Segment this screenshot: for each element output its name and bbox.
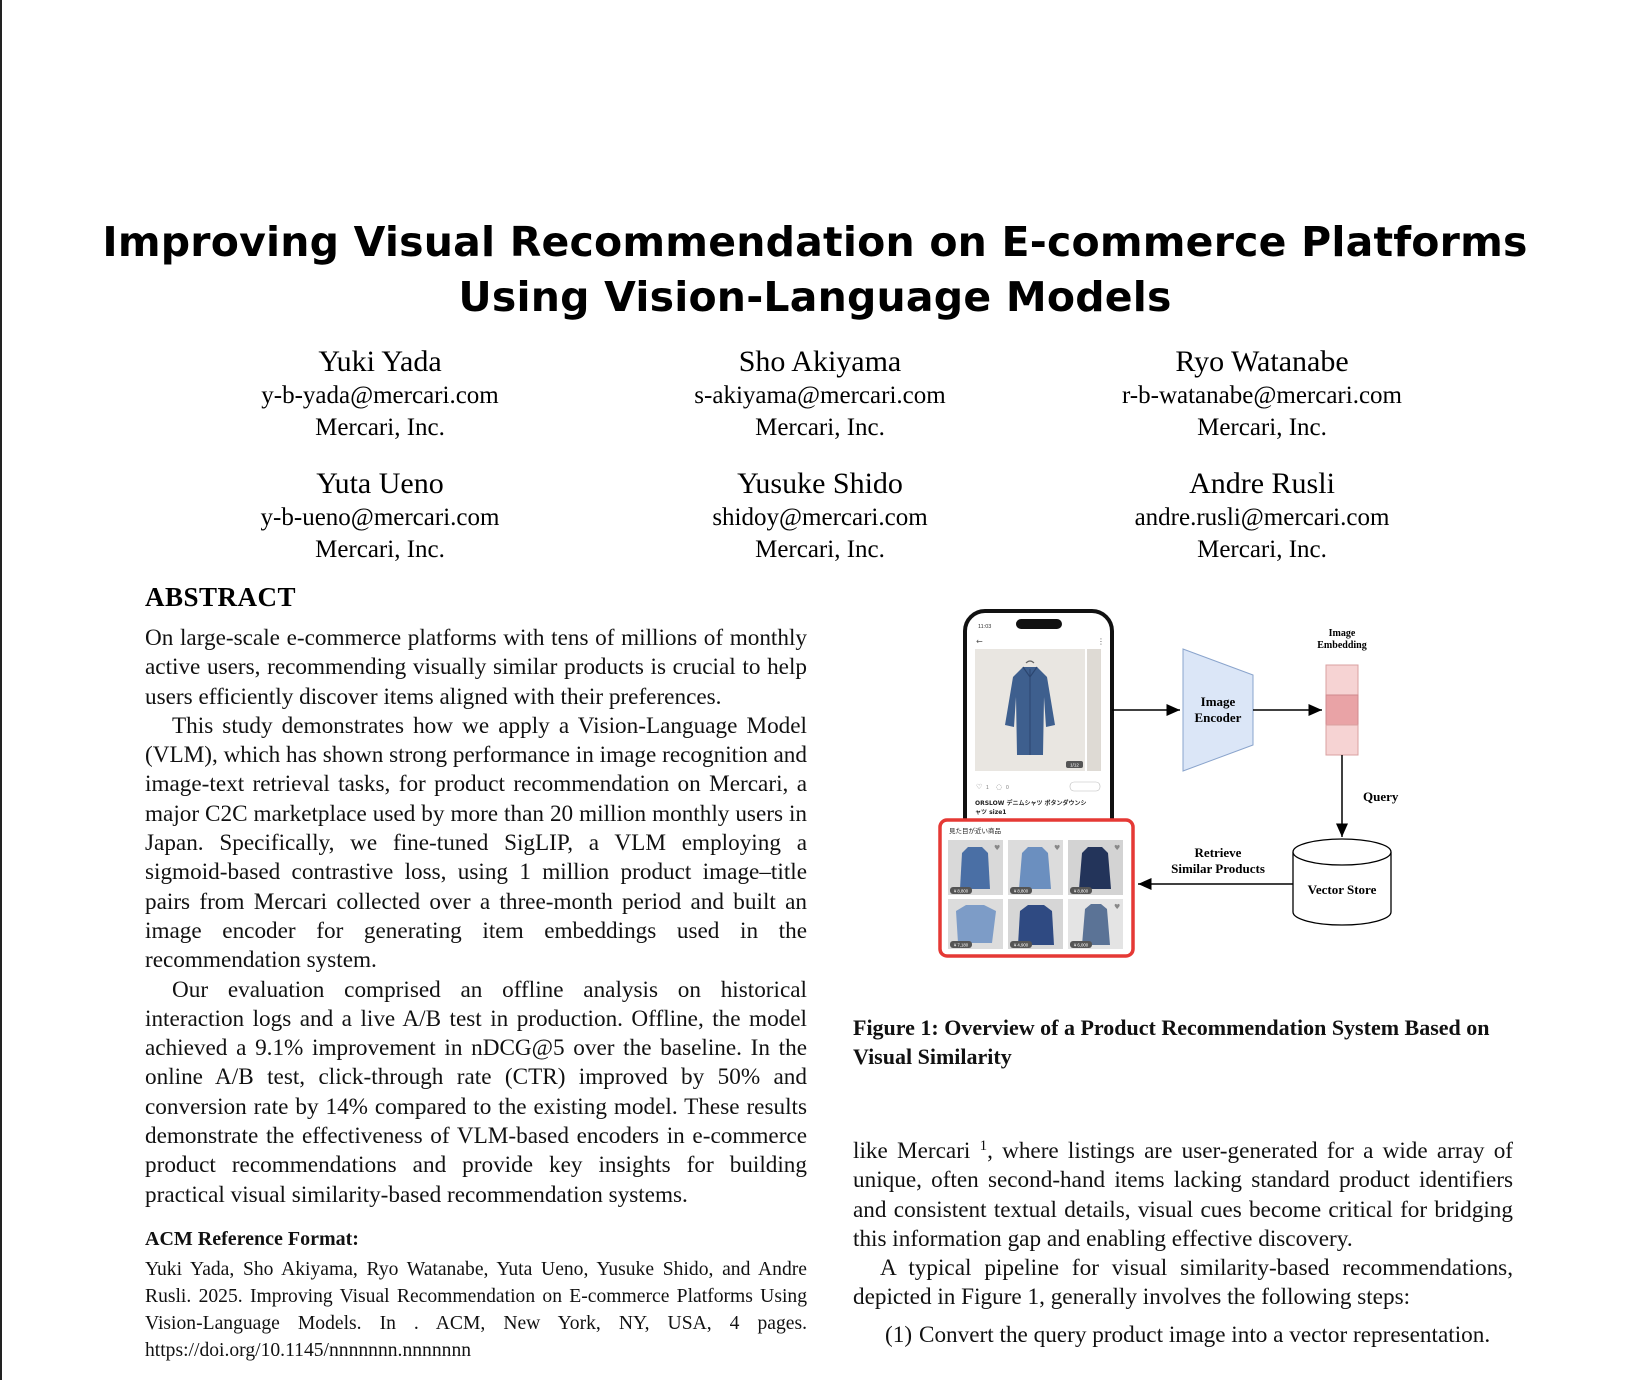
acm-reference-text: Yuki Yada, Sho Akiyama, Ryo Watanabe, Yu… (145, 1256, 807, 1364)
acm-citation: Yuki Yada, Sho Akiyama, Ryo Watanabe, Yu… (145, 1259, 807, 1334)
page-left-border (0, 0, 2, 1380)
abstract-paragraph-1: On large-scale e-commerce platforms with… (145, 625, 807, 710)
abstract-paragraph-3: Our evaluation comprised an offline anal… (145, 976, 807, 1208)
body-text: , where listings are user-generated for … (853, 1138, 1514, 1252)
vector-store-cylinder (1292, 838, 1392, 926)
vector-store-label: Vector Store (1308, 882, 1377, 897)
author-name: Yusuke Shido (737, 467, 903, 500)
author-block: Ryo Watanabe r-b-watanabe@mercari.com Me… (1052, 344, 1472, 444)
author-name: Ryo Watanabe (1175, 345, 1349, 378)
body-paragraph-2: A typical pipeline for visual similarity… (853, 1255, 1513, 1311)
phone-notch (1016, 619, 1062, 629)
query-label: Query (1363, 789, 1399, 804)
comment-icon[interactable]: ◌ (996, 783, 1002, 791)
image-encoder-block (1182, 648, 1254, 772)
author-affiliation: Mercari, Inc. (755, 414, 885, 441)
favorite-icon[interactable]: ♥ (1054, 844, 1060, 852)
author-email: shidoy@mercari.com (712, 504, 928, 531)
price-tag: ¥ 7,180 (954, 943, 969, 948)
more-menu-icon[interactable]: ⋮ (1097, 637, 1105, 646)
author-email: y-b-yada@mercari.com (261, 382, 499, 409)
retrieve-label-line-2: Similar Products (1171, 861, 1265, 876)
author-block: Yuta Ueno y-b-ueno@mercari.com Mercari, … (170, 466, 590, 566)
author-name: Yuki Yada (318, 345, 442, 378)
embedding-label-line-2: Embedding (1317, 640, 1366, 651)
denim-shirt-photo (1005, 660, 1055, 755)
body-text: like Mercari (853, 1138, 971, 1164)
similar-items-heading: 見た目が近い商品 (949, 826, 1001, 835)
author-email: r-b-watanabe@mercari.com (1121, 382, 1402, 409)
figure-1-diagram: 11:03 ← ⋮ 1/12 ♡ 1 ◌ 0 ORSLOW デニムシャツ ボタン… (938, 609, 1399, 958)
price-tag: ¥ 6,000 (1074, 943, 1089, 948)
like-count: 1 (986, 785, 989, 791)
author-name: Sho Akiyama (738, 345, 902, 378)
share-button[interactable] (1069, 781, 1101, 792)
favorite-icon[interactable]: ♥ (1114, 844, 1120, 852)
author-affiliation: Mercari, Inc. (1197, 414, 1327, 441)
encoder-label-line-2: Encoder (1195, 710, 1242, 725)
price-tag: ¥ 8,800 (1074, 889, 1089, 894)
abstract-heading: ABSTRACT (145, 582, 297, 612)
paper-title: Improving Visual Recommendation on E-com… (0, 215, 1630, 325)
embedding-label-line-1: Image (1329, 628, 1356, 639)
author-block: Sho Akiyama s-akiyama@mercari.com Mercar… (610, 344, 1030, 444)
price-tag: ¥ 4,900 (1014, 943, 1029, 948)
step-number: (1) (885, 1321, 913, 1348)
phone-time: 11:03 (978, 624, 991, 630)
photo-counter: 1/12 (1070, 763, 1079, 768)
pipeline-step-1: (1) Convert the query product image into… (853, 1321, 1513, 1350)
body-right-column: like Mercari 1, where listings are user-… (853, 1137, 1513, 1350)
photo-counter-badge (1066, 761, 1083, 768)
author-name: Yuta Ueno (316, 467, 444, 500)
author-email: y-b-ueno@mercari.com (260, 504, 500, 531)
encoder-label-line-1: Image (1201, 694, 1236, 709)
heart-icon[interactable]: ♡ (976, 783, 982, 791)
body-paragraph-1: like Mercari 1, where listings are user-… (853, 1137, 1513, 1254)
author-name: Andre Rusli (1189, 467, 1335, 500)
figure-1-caption: Figure 1: Overview of a Product Recommen… (853, 1015, 1490, 1069)
author-email: andre.rusli@mercari.com (1134, 504, 1390, 531)
back-arrow-icon[interactable]: ← (976, 637, 983, 646)
comment-count: 0 (1006, 785, 1009, 791)
author-email: s-akiyama@mercari.com (694, 382, 946, 409)
product-title-line-1: ORSLOW デニムシャツ ボタンダウンシ (975, 799, 1087, 807)
title-line-2: Using Vision-Language Models (458, 273, 1172, 321)
abstract-paragraph-2: This study demonstrates how we apply a V… (145, 712, 807, 974)
price-tag: ¥ 8,800 (954, 889, 969, 894)
product-title-line-2: ャツ size1 (975, 809, 1006, 816)
author-block: Yuki Yada y-b-yada@mercari.com Mercari, … (170, 344, 590, 444)
step-text: Convert the query product image into a v… (919, 1321, 1491, 1348)
image-embedding-vector (1325, 664, 1359, 756)
price-tag: ¥ 8,800 (1014, 889, 1029, 894)
favorite-icon[interactable]: ♥ (1114, 903, 1120, 911)
title-line-1: Improving Visual Recommendation on E-com… (102, 218, 1528, 266)
author-block: Yusuke Shido shidoy@mercari.com Mercari,… (610, 466, 1030, 566)
author-affiliation: Mercari, Inc. (755, 536, 885, 563)
footnote-mark[interactable]: 1 (979, 1138, 988, 1154)
favorite-icon[interactable]: ♥ (994, 844, 1000, 852)
retrieve-label-line-1: Retrieve (1195, 845, 1242, 860)
abstract-body: On large-scale e-commerce platforms with… (145, 624, 807, 1210)
acm-reference-heading: ACM Reference Format: (145, 1228, 359, 1250)
author-affiliation: Mercari, Inc. (315, 536, 445, 563)
author-block: Andre Rusli andre.rusli@mercari.com Merc… (1052, 466, 1472, 566)
doi-link[interactable]: https://doi.org/10.1145/nnnnnnn.nnnnnnn (145, 1340, 472, 1361)
author-affiliation: Mercari, Inc. (315, 414, 445, 441)
author-affiliation: Mercari, Inc. (1197, 536, 1327, 563)
similar-items-panel: 見た目が近い商品 ♥ ♥ ♥ ♥ ¥ 8,800 ¥ 8,800 ¥ 8,800… (938, 818, 1135, 958)
